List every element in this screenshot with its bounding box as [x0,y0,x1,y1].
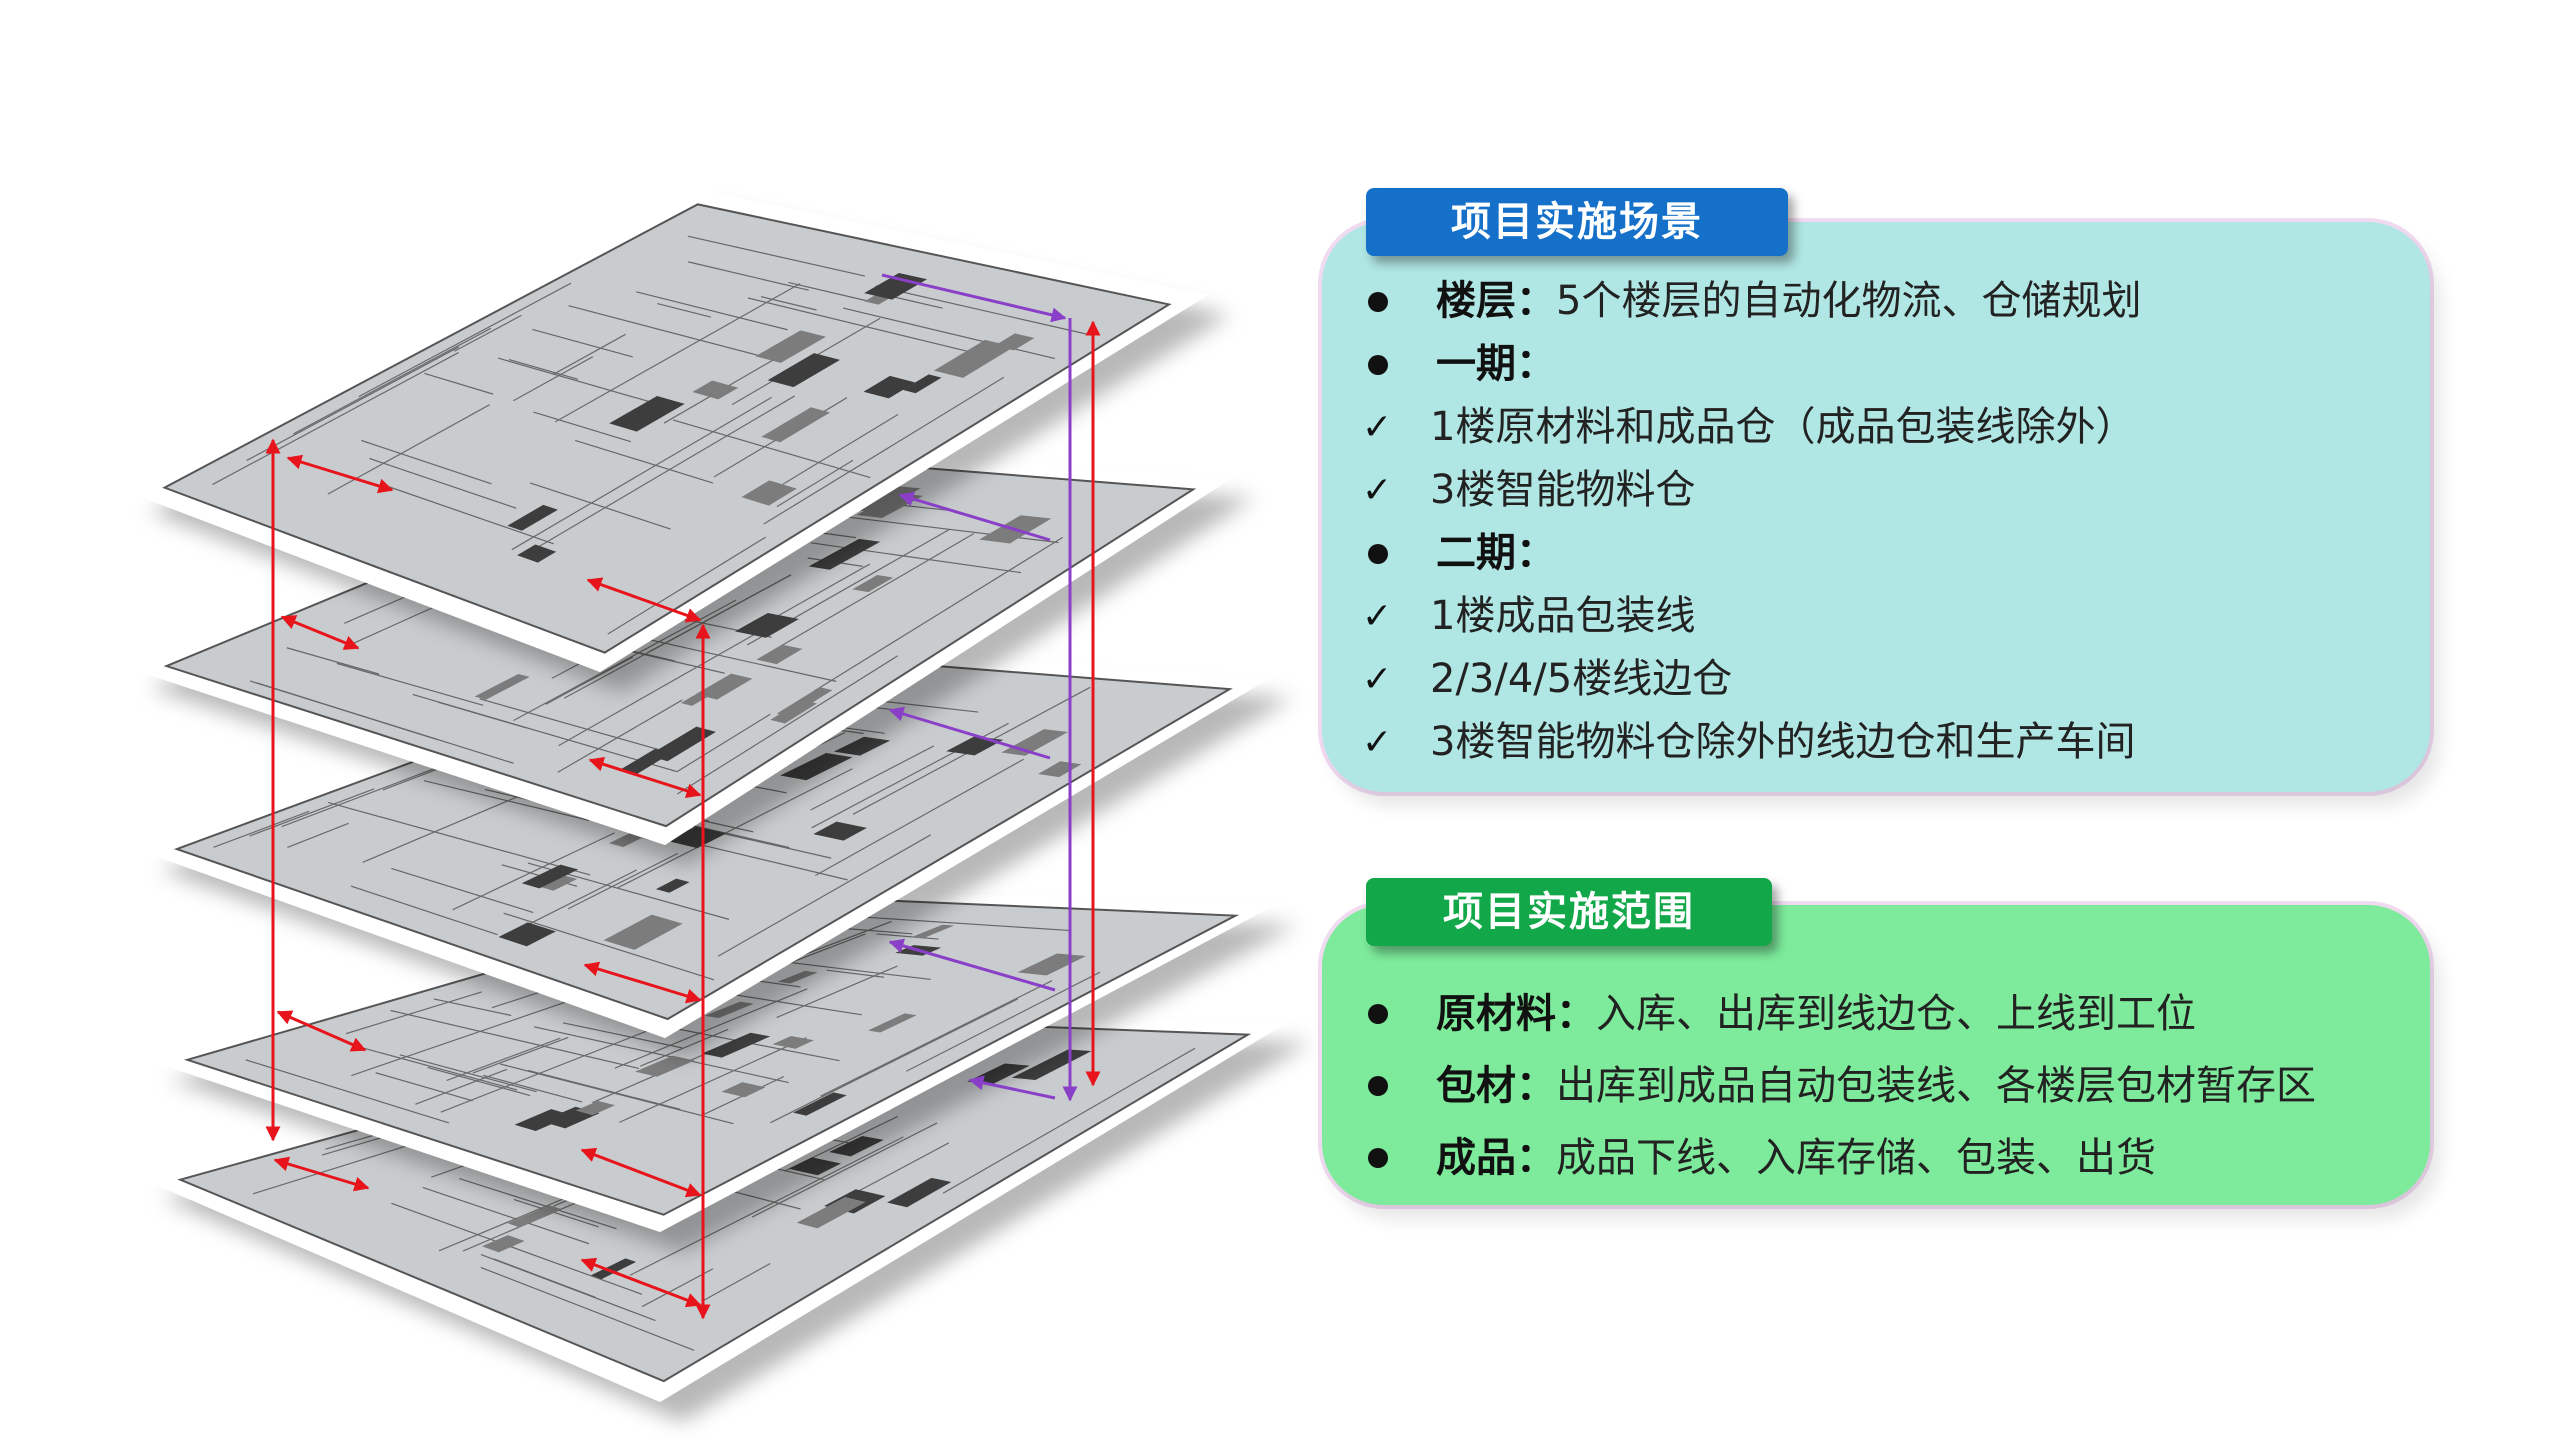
scope-item-label: 成品： [1436,1135,1556,1181]
scene-item-1: 楼层：5个楼层的自动化物流、仓储规划 [1362,270,2141,333]
scope-item-label: 包材： [1436,1063,1556,1109]
red-double-arrow [588,756,702,799]
red-double-arrow [276,1010,367,1052]
bullet-icon [1368,1004,1388,1024]
bullet-icon [1368,1076,1388,1096]
purple-arrow [898,491,1051,542]
scene-item-3: ✓ 1楼原材料和成品仓（成品包装线除外） [1362,396,2141,459]
red-double-arrow [280,615,360,650]
scene-item-label: 二期： [1436,530,1556,576]
scene-list: 楼层：5个楼层的自动化物流、仓储规划 一期： ✓ 1楼原材料和成品仓（成品包装线除… [1362,270,2141,774]
red-double-arrow [586,577,702,623]
scope-item-text: 出库到成品自动包装线、各楼层包材暂存区 [1556,1063,2316,1109]
scene-item-7: ✓ 2/3/4/5楼线边仓 [1362,648,2141,711]
scene-item-text: 5个楼层的自动化物流、仓储规划 [1556,278,2142,324]
scope-list: 原材料：入库、出库到线边仓、上线到工位 包材：出库到成品自动包装线、各楼层包材暂… [1362,978,2316,1194]
check-icon: ✓ [1362,407,1393,448]
scene-item-text: 2/3/4/5楼线边仓 [1430,656,1733,702]
scene-item-text: 1楼原材料和成品仓（成品包装线除外） [1430,404,2136,450]
bullet-icon [1368,291,1388,312]
scope-title: 项目实施范围 [1366,878,1772,946]
scope-panel [1322,905,2430,1205]
scene-panel [1322,222,2430,792]
scene-item-label: 一期： [1436,341,1556,387]
check-icon: ✓ [1362,659,1393,700]
scene-item-text: 3楼智能物料仓 [1430,467,1696,513]
scene-item-text: 1楼成品包装线 [1430,593,1696,639]
purple-arrow [968,1075,1056,1100]
scene-item-2: 一期： [1362,333,2141,396]
scope-item-label: 原材料： [1436,991,1596,1037]
purple-arrow [881,273,1067,323]
scope-item-1: 原材料：入库、出库到线边仓、上线到工位 [1362,978,2316,1050]
red-double-arrow [580,1257,702,1308]
check-icon: ✓ [1362,596,1393,637]
red-double-arrow [580,1147,702,1198]
red-double-arrow [583,961,702,1004]
bullet-icon [1368,354,1388,375]
scene-title: 项目实施场景 [1366,188,1788,256]
floor-plan-layer [128,190,1208,672]
scope-item-text: 成品下线、入库存储、包装、出货 [1556,1135,2156,1181]
scope-item-2: 包材：出库到成品自动包装线、各楼层包材暂存区 [1362,1050,2316,1122]
check-icon: ✓ [1362,722,1393,763]
check-icon: ✓ [1362,470,1393,511]
scene-item-5: 二期： [1362,522,2141,585]
scope-item-text: 入库、出库到线边仓、上线到工位 [1596,991,2196,1037]
scene-item-8: ✓ 3楼智能物料仓除外的线边仓和生产车间 [1362,711,2141,774]
bullet-icon [1368,1148,1388,1168]
bullet-icon [1368,543,1388,564]
scene-item-label: 楼层： [1436,278,1556,324]
red-double-arrow [286,454,394,494]
scene-item-4: ✓ 3楼智能物料仓 [1362,459,2141,522]
purple-arrow [888,706,1051,760]
scene-item-text: 3楼智能物料仓除外的线边仓和生产车间 [1430,719,2136,765]
scene-item-6: ✓ 1楼成品包装线 [1362,585,2141,648]
red-double-arrow [273,1156,370,1192]
scope-item-3: 成品：成品下线、入库存储、包装、出货 [1362,1122,2316,1194]
purple-arrow [888,938,1056,992]
